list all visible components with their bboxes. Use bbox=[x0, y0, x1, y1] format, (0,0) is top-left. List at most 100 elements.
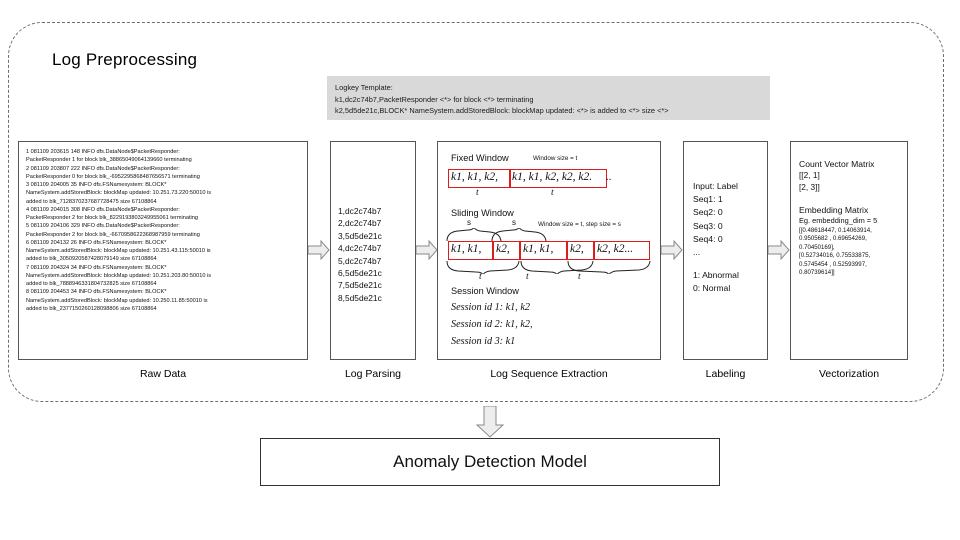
sliding-window-segment: k2, bbox=[496, 243, 510, 255]
anomaly-detection-model-label: Anomaly Detection Model bbox=[393, 452, 587, 471]
log-line: 7 081109 204324 34 INFO dfs.FSNamesystem… bbox=[26, 264, 167, 271]
embedding-dim-note: Eg. embedding_dim = 5 bbox=[799, 216, 878, 225]
log-line: 5 081109 204106 329 INFO dfs.DataNode$Pa… bbox=[26, 223, 180, 230]
parsed-key-line: 2,dc2c74b7 bbox=[338, 218, 382, 229]
log-parsing-keys: 1,dc2c74b7 2,dc2c74b7 3,5d5de21c 4,dc2c7… bbox=[331, 142, 415, 304]
sliding-window-segment-highlight bbox=[448, 241, 493, 260]
count-vector-title: Count Vector Matrix bbox=[799, 159, 875, 169]
sliding-window-step-label: s bbox=[467, 218, 471, 227]
sliding-window-segment-highlight bbox=[594, 241, 650, 260]
parsed-key-line: 7,5d5de21c bbox=[338, 280, 382, 291]
log-line: PacketResponder 2 for block blk_82291938… bbox=[26, 215, 198, 221]
labeling-content: Input: Label Seq1: 1 Seq2: 0 Seq3: 0 Seq… bbox=[684, 142, 767, 296]
session-window-line: Session id 1: k1, k2 bbox=[451, 302, 530, 313]
stage-label-log-parsing: Log Parsing bbox=[344, 368, 402, 380]
flow-arrow-icon bbox=[661, 240, 683, 260]
labeling-ellipsis: ... bbox=[693, 247, 701, 258]
embedding-matrix-row: 0.5745454 , 0.52593997, bbox=[799, 260, 867, 268]
sliding-window-note: Window size = t, step size = s bbox=[538, 221, 621, 228]
log-line: 8 081109 204453 34 INFO dfs.FSNamesystem… bbox=[26, 289, 167, 296]
log-line: added to blk_3050920587428079149 size 67… bbox=[26, 256, 157, 263]
log-line: NameSystem.addStoredBlock: blockMap upda… bbox=[26, 248, 211, 254]
sliding-window-size-brace bbox=[567, 260, 651, 279]
sliding-window-step-label: s bbox=[512, 218, 516, 227]
embedding-matrix-row: 0.9505682 , 0.69654269, bbox=[799, 235, 867, 243]
sliding-window-size-brace bbox=[446, 260, 520, 279]
session-window-line: Session id 3: k1 bbox=[451, 336, 516, 347]
log-line: 1 081109 203615 148 INFO dfs.DataNode$Pa… bbox=[26, 149, 180, 155]
labeling-row: Seq3: 0 bbox=[693, 220, 723, 231]
fixed-window-note: Window size = t bbox=[533, 155, 578, 162]
log-line: added to blk_7888946331804732825 size 67… bbox=[26, 281, 157, 287]
log-line: 2 081109 203807 222 INFO dfs.DataNode$Pa… bbox=[26, 165, 180, 172]
sliding-window-tick: t bbox=[526, 272, 529, 282]
labeling-legend-abnormal: 1: Abnormal bbox=[693, 270, 739, 281]
spacer bbox=[693, 259, 767, 269]
session-window-line: Session id 2: k1, k2, bbox=[451, 319, 533, 330]
stage-label-raw-data: Raw Data bbox=[139, 368, 187, 380]
fixed-window-trailing: .. bbox=[606, 171, 612, 183]
anomaly-detection-model-box: Anomaly Detection Model bbox=[260, 438, 720, 486]
embedding-matrix-row: 0.80739614]] bbox=[799, 269, 835, 277]
log-sequence-extraction-box: Fixed Window Window size = t k1, k1, k2,… bbox=[437, 141, 661, 360]
vectorization-content: Count Vector Matrix [[2, 1] [2, 3]] Embe… bbox=[791, 142, 907, 278]
log-parsing-box: 1,dc2c74b7 2,dc2c74b7 3,5d5de21c 4,dc2c7… bbox=[330, 141, 416, 360]
embedding-matrix-title: Embedding Matrix bbox=[799, 205, 869, 215]
log-line: PacketResponder 2 for block blk_-6670958… bbox=[26, 231, 200, 238]
flow-arrow-icon bbox=[308, 240, 330, 260]
parsed-key-line: 5,dc2c74b7 bbox=[338, 255, 382, 266]
sliding-window-segment: k2, bbox=[570, 243, 584, 255]
down-arrow-icon bbox=[475, 405, 505, 438]
parsed-key-line: 3,5d5de21c bbox=[338, 230, 382, 241]
sliding-window-tick: t bbox=[578, 272, 581, 282]
stage-label-labeling: Labeling bbox=[705, 368, 746, 380]
count-vector-row: [[2, 1] bbox=[799, 170, 820, 180]
sliding-window-segment-highlight bbox=[493, 241, 520, 260]
log-preprocessing-panel bbox=[8, 22, 944, 402]
log-line: 4 081109 204015 308 INFO dfs.DataNode$Pa… bbox=[26, 206, 180, 213]
sliding-window-tick: t bbox=[479, 272, 482, 282]
parsed-key-line: 8,5d5de21c bbox=[338, 292, 382, 303]
embedding-matrix-row: [[0.48618447, 0.14063914, bbox=[799, 226, 872, 234]
log-line: PacketResponder 0 for block blk_-6952295… bbox=[26, 173, 200, 180]
sliding-window-segment: k2, k2... bbox=[597, 243, 634, 255]
log-line: PacketResponder 1 for block blk_38865049… bbox=[26, 157, 192, 164]
log-line: 3 081109 204005 35 INFO dfs.FSNamesystem… bbox=[26, 182, 167, 188]
fixed-window-segment: k1, k1, k2, bbox=[451, 171, 498, 183]
sliding-window-segment: k1, k1, bbox=[451, 243, 482, 255]
labeling-legend-normal: 0: Normal bbox=[693, 283, 731, 294]
embedding-matrix-row: 0.70450169], bbox=[799, 243, 835, 251]
logkey-template-banner: Logkey Template: k1,dc2c74b7,PacketRespo… bbox=[327, 76, 770, 120]
parsed-key-line: 6,5d5de21c bbox=[338, 268, 382, 279]
sliding-window-segment: k1, k1, bbox=[523, 243, 554, 255]
vectorization-box: Count Vector Matrix [[2, 1] [2, 3]] Embe… bbox=[790, 141, 908, 360]
sliding-window-segment-highlight bbox=[567, 241, 594, 260]
fixed-window-heading: Fixed Window bbox=[451, 153, 509, 163]
fixed-window-segment-highlight bbox=[448, 169, 510, 188]
log-line: added to blk_7128370237687728475 size 67… bbox=[26, 198, 157, 205]
logkey-template-heading: Logkey Template: bbox=[335, 83, 393, 92]
embedding-matrix-row: [0.52734016, 0.75533875, bbox=[799, 252, 871, 260]
session-window-heading: Session Window bbox=[451, 286, 519, 296]
labeling-box: Input: Label Seq1: 1 Seq2: 0 Seq3: 0 Seq… bbox=[683, 141, 768, 360]
page-title: Log Preprocessing bbox=[52, 50, 198, 69]
fixed-window-segment-highlight bbox=[510, 169, 607, 188]
sliding-window-size-brace bbox=[520, 260, 594, 279]
stage-label-vectorization: Vectorization bbox=[818, 368, 880, 380]
log-line: NameSystem.addStoredBlock: blockMap upda… bbox=[26, 297, 208, 304]
log-line: 6 081109 204132 26 INFO dfs.FSNamesystem… bbox=[26, 239, 167, 246]
log-line: NameSystem.addStoredBlock: blockMap upda… bbox=[26, 272, 212, 279]
labeling-header: Input: Label bbox=[693, 181, 738, 191]
logkey-template-line: k1,dc2c74b7,PacketResponder <*> for bloc… bbox=[335, 94, 534, 104]
raw-data-log-lines: 1 081109 203615 148 INFO dfs.DataNode$Pa… bbox=[19, 142, 307, 319]
raw-data-box: 1 081109 203615 148 INFO dfs.DataNode$Pa… bbox=[18, 141, 308, 360]
log-line: NameSystem.addStoredBlock: blockMap upda… bbox=[26, 190, 212, 197]
logkey-template-line: k2,5d5de21c,BLOCK* NameSystem.addStoredB… bbox=[335, 106, 669, 115]
flow-arrow-icon bbox=[416, 240, 438, 260]
fixed-window-tick: t bbox=[476, 188, 479, 198]
parsed-key-line: 1,dc2c74b7 bbox=[338, 206, 382, 216]
labeling-row: Seq2: 0 bbox=[693, 207, 723, 218]
sliding-window-segment-highlight bbox=[520, 241, 567, 260]
labeling-row: Seq1: 1 bbox=[693, 194, 723, 205]
spacer bbox=[799, 193, 901, 204]
